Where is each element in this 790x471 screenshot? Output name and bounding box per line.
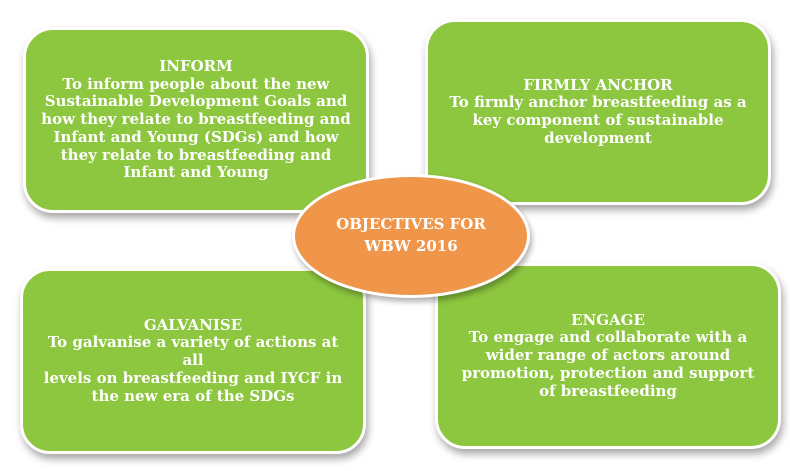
objective-desc-engage: To engage and collaborate with a wider r…	[461, 328, 755, 400]
objective-box-inform: INFORM To inform people about the new Su…	[23, 27, 369, 213]
objective-title-engage: ENGAGE	[571, 310, 645, 329]
objective-title-inform: INFORM	[159, 57, 233, 76]
center-ellipse-objectives: OBJECTIVES FOR WBW 2016	[292, 174, 530, 298]
objective-box-galvanise: GALVANISE To galvanise a variety of acti…	[20, 268, 366, 454]
objective-box-firmly-anchor: FIRMLY ANCHOR To firmly anchor breastfee…	[425, 19, 771, 205]
objective-desc-firmly-anchor: To firmly anchor breastfeeding as a key …	[449, 93, 747, 147]
objective-box-engage: ENGAGE To engage and collaborate with a …	[435, 263, 781, 449]
objective-desc-galvanise: To galvanise a variety of actions at all…	[43, 333, 343, 405]
objective-title-galvanise: GALVANISE	[143, 315, 243, 334]
objective-desc-inform: To inform people about the new Sustainab…	[41, 74, 351, 182]
objective-title-firmly-anchor: FIRMLY ANCHOR	[523, 75, 673, 94]
